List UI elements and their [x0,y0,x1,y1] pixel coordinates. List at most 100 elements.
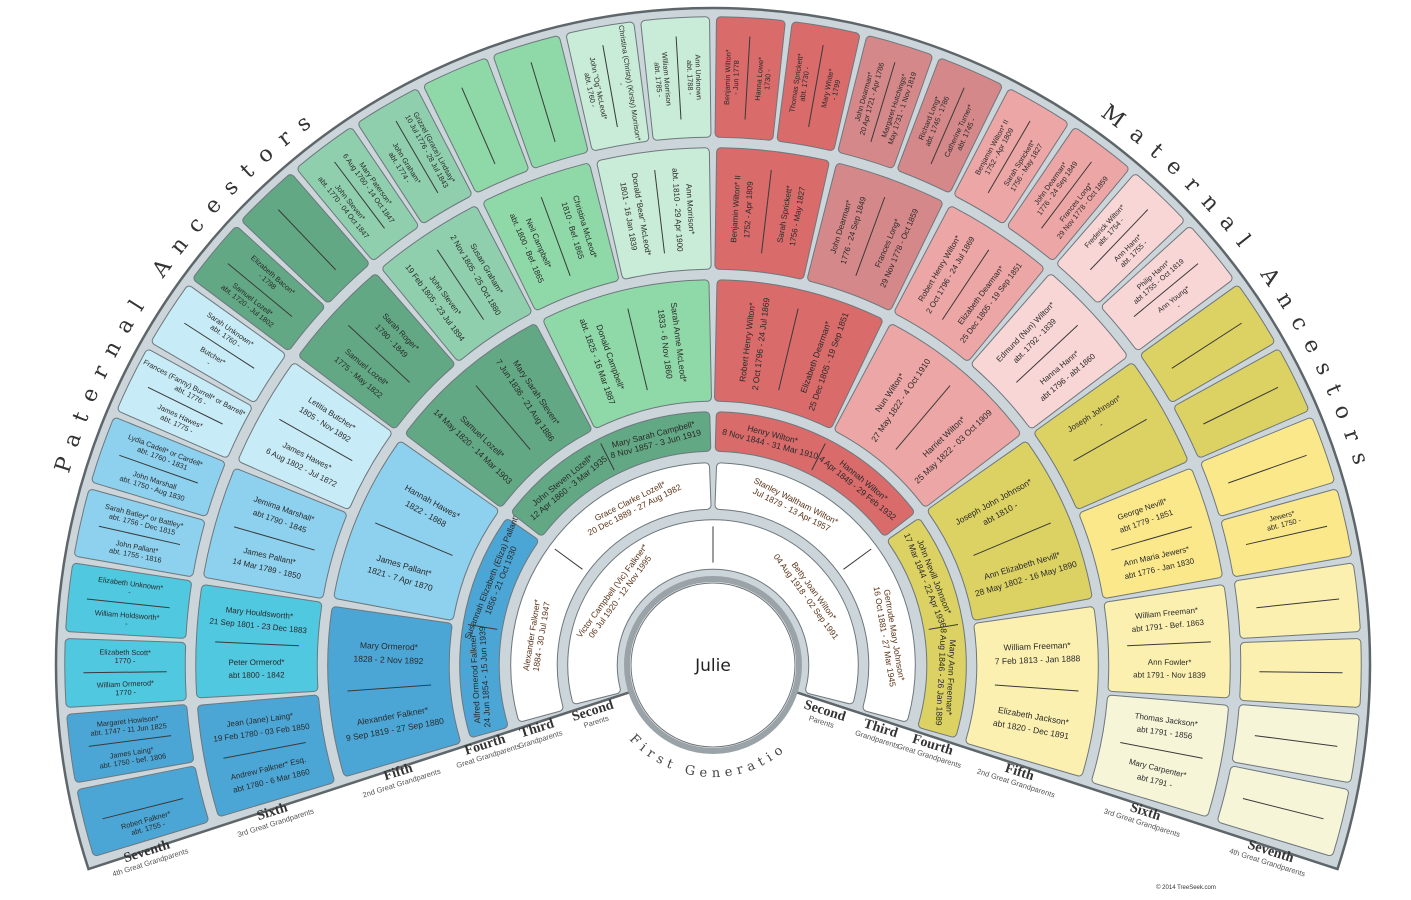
ancestor: Jewers*abt. 1750 - [1264,507,1303,533]
couple-separator [600,443,615,471]
ancestor-dates: abt. 1788 - [685,60,695,96]
couple-separator [436,249,485,320]
ancestor-box: Alexander Falkner*9 Sep 1819 - 27 Sep 18… [327,606,461,777]
couple-separator [930,87,965,165]
ancestor-box: William Freeman*7 Feb 1813 - Jan 1888Eli… [965,606,1099,777]
box-fill [65,639,186,707]
ancestor-name: Benjamin Wilton* II [729,175,742,243]
couple-separator [540,196,571,276]
ancestor-box: Frederick Wilton*abt. 1754 -Ann Hann*abt… [1057,174,1184,303]
box-fill [1233,705,1359,782]
ancestor-name: Peter Ormerod* [228,658,284,667]
ancestor-dates: - 1799 [829,79,842,101]
couple-separator [375,522,453,556]
couple-separator [855,196,886,276]
ancestor: Ann Unknownabt. 1788 - [685,54,704,100]
box-fill [359,90,471,223]
ancestor-box: James Laing*abt. 1750 - bef. 1806Margare… [66,704,194,783]
box-fill [78,766,208,856]
ancestor-box: Robert Henry Wilton*2 Oct 1796 - 24 Jul … [714,279,883,429]
ancestor-box [1174,349,1309,458]
couple-separator [973,522,1051,556]
couple-separator [1242,798,1324,820]
ancestor-box [1232,704,1360,783]
couple-separator [1259,671,1343,674]
box-fill [715,412,914,535]
ancestor: Benjamin Wilton* II1752 - Apr 1809 [729,175,755,244]
couple-separator [467,624,498,630]
ancestor-name: Benjamin Wilton* [722,49,733,105]
box-fill [424,59,528,192]
box-fill [641,17,711,140]
box-fill [1240,639,1361,707]
couple-separator [530,62,556,143]
ancestor: William Morrisonabt. 1785 - [652,52,674,107]
ancestor-box: Henry Wilton*8 Nov 1844 - 31 Mar 1910Han… [714,411,915,536]
couple-separator [1171,322,1242,369]
couple-separator [223,742,306,759]
ancestor-box: Jewers*abt. 1750 - [1221,489,1352,577]
box-fill [383,207,531,360]
couple-separator [744,36,751,120]
box-fill [75,490,204,576]
box-fill [777,22,859,150]
ancestor-box [423,58,529,193]
box-fill [715,17,785,140]
ancestor-dates: 1770 - [115,687,137,697]
box-fill [597,148,711,279]
ancestor-box: Butcher*-Sarah Unknown*abt. 1760 - [151,285,286,403]
couple-separator [1245,525,1328,546]
box-fill [298,129,418,260]
ancestor-box: John "Og" McLeod*abt. 1760 -Christina (C… [566,21,650,151]
box-fill [198,695,334,816]
box-fill [118,350,251,457]
ancestor-box: James Hawes*6 Aug 1802 - Jul 1872Letitia… [238,363,392,510]
box-fill [239,364,391,509]
couple-separator [994,684,1079,692]
ring-third: Alexander Falkner*1884 - 30 Jul 1947Grac… [510,462,916,722]
ancestor-box: William Holdsworth*-Elizabeth Unknown*- [65,562,192,639]
ancestor-name: William Ormerod* [97,678,155,689]
box-fill [328,607,460,776]
couple-separator [1127,641,1211,647]
couple-separator [1228,454,1307,484]
ancestor-name: Elizabeth Scott* [99,647,151,657]
ancestor-box: William Freeman*abt 1791 - Bef. 1863Ann … [1103,584,1231,699]
ancestor-box: Stanley Waltham Wilton*Jul 1879 - 13 Apr… [714,462,916,722]
couple-separator [83,671,167,674]
couple-separator [811,443,826,471]
box-fill [1008,129,1128,260]
box-fill [204,469,346,598]
ancestor-dates: 7 Feb 1813 - Jan 1888 [995,653,1081,666]
couple-separator [1203,386,1279,425]
ancestor-dates: abt. 1785 - [652,62,664,98]
couple-separator [654,169,665,254]
ancestor-dates: - [1175,301,1183,310]
ancestor-box [1239,638,1362,708]
ancestor: Peter Ormerod*abt 1800 - 1842 [228,658,285,680]
box-fill [835,325,1020,506]
ancestor-box [1217,765,1349,857]
couple-separator [870,62,896,143]
box-fill [196,585,322,698]
ancestor-box [1140,285,1275,403]
box-fill [808,164,942,310]
ancestor-dates: 1828 - 2 Nov 1892 [353,654,424,667]
box-fill [567,22,649,150]
couple-separator [347,684,432,692]
ancestor-dates: 1730 - [762,68,773,90]
box-fill [839,36,932,168]
ancestor-name: Mary Ormerod* [360,640,419,652]
ancestor: Benjamin Wilton*- Jun 1778 [722,49,741,105]
box-fill [715,463,915,721]
ancestor-name: Hanna Lowe* [753,56,766,101]
couple-separator [334,161,385,229]
